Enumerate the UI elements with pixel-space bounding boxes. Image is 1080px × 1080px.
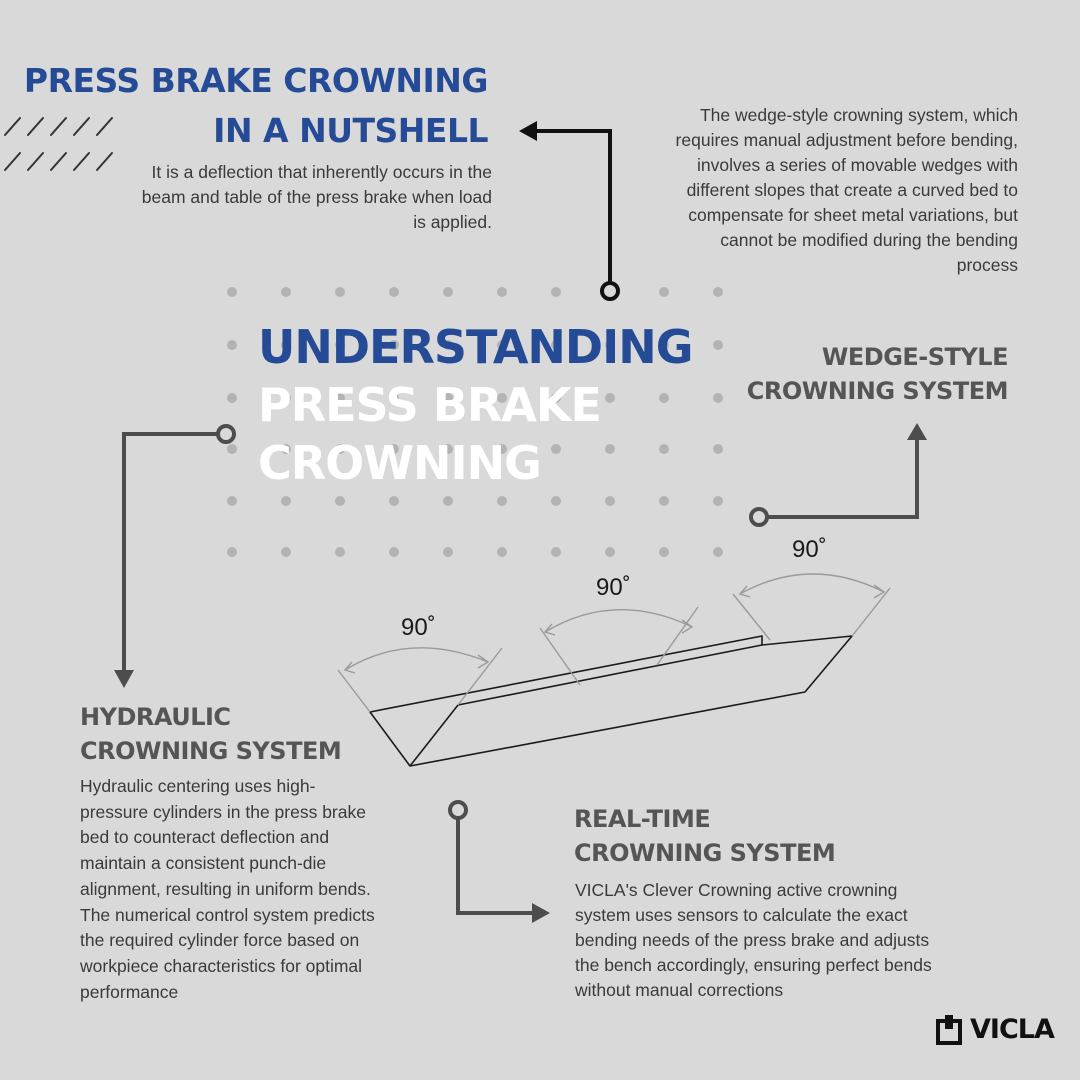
grid-dot bbox=[659, 444, 669, 454]
grid-dot bbox=[335, 444, 345, 454]
dot-grid bbox=[227, 287, 723, 557]
grid-dot bbox=[227, 340, 237, 350]
grid-dot bbox=[713, 444, 723, 454]
grid-dot bbox=[281, 287, 291, 297]
grid-dot bbox=[713, 393, 723, 403]
grid-dot bbox=[659, 340, 669, 350]
grid-dot bbox=[281, 547, 291, 557]
grid-dot bbox=[227, 496, 237, 506]
grid-dot bbox=[713, 287, 723, 297]
grid-dot bbox=[335, 287, 345, 297]
vicla-logo: VICLA bbox=[936, 1014, 1055, 1045]
grid-dot bbox=[443, 547, 453, 557]
grid-dot bbox=[443, 444, 453, 454]
grid-dot bbox=[551, 287, 561, 297]
main-title-line3: CROWNING bbox=[258, 436, 542, 490]
main-title-line2: PRESS BRAKE bbox=[258, 378, 602, 432]
grid-dot bbox=[605, 393, 615, 403]
main-title-line1: UNDERSTANDING bbox=[258, 320, 693, 374]
bent-sheet-drawing bbox=[369, 635, 853, 767]
grid-dot bbox=[443, 496, 453, 506]
grid-dot bbox=[389, 393, 399, 403]
wedge-title-line1: WEDGE-STYLE bbox=[821, 343, 1009, 371]
grid-dot bbox=[335, 547, 345, 557]
nutshell-title: PRESS BRAKE CROWNING IN A NUTSHELL bbox=[23, 56, 489, 156]
hydraulic-title-line2: CROWNING SYSTEM bbox=[80, 737, 342, 765]
grid-dot bbox=[605, 340, 615, 350]
grid-dot bbox=[659, 287, 669, 297]
grid-dot bbox=[605, 547, 615, 557]
grid-dot bbox=[551, 496, 561, 506]
wedge-title-line2: CROWNING SYSTEM bbox=[746, 377, 1009, 405]
angle-label-left: 90˚ bbox=[401, 614, 436, 641]
nutshell-title-line2: IN A NUTSHELL bbox=[213, 111, 488, 150]
grid-dot bbox=[443, 393, 453, 403]
wedge-title: WEDGE-STYLE CROWNING SYSTEM bbox=[746, 340, 1009, 408]
grid-dot bbox=[227, 287, 237, 297]
grid-dot bbox=[281, 340, 291, 350]
grid-dot bbox=[551, 547, 561, 557]
grid-dot bbox=[605, 444, 615, 454]
angle-label-middle: 90˚ bbox=[596, 574, 631, 601]
decorative-slashes bbox=[4, 117, 113, 171]
connector-wedge bbox=[749, 423, 927, 527]
connector-hydraulic bbox=[114, 424, 236, 688]
grid-dot bbox=[551, 340, 561, 350]
grid-dot bbox=[497, 547, 507, 557]
grid-dot bbox=[605, 496, 615, 506]
hydraulic-description: Hydraulic centering uses high-pressure c… bbox=[80, 776, 375, 1002]
angle-arcs bbox=[337, 573, 891, 713]
grid-dot bbox=[551, 444, 561, 454]
nutshell-description: It is a deflection that inherently occur… bbox=[141, 162, 492, 232]
connector-realtime bbox=[448, 800, 550, 923]
grid-dot bbox=[713, 340, 723, 350]
grid-dot bbox=[713, 547, 723, 557]
hydraulic-title: HYDRAULIC CROWNING SYSTEM bbox=[80, 700, 342, 768]
realtime-description: VICLA's Clever Crowning active crowning … bbox=[575, 880, 932, 1000]
wedge-description: The wedge-style crowning system, which r… bbox=[675, 105, 1018, 275]
grid-dot bbox=[389, 444, 399, 454]
grid-dot bbox=[227, 393, 237, 403]
grid-dot bbox=[227, 444, 237, 454]
grid-dot bbox=[659, 496, 669, 506]
main-title: UNDERSTANDING PRESS BRAKE CROWNING bbox=[258, 318, 693, 492]
angle-label-right: 90˚ bbox=[792, 536, 827, 563]
grid-dot bbox=[227, 547, 237, 557]
grid-dot bbox=[389, 547, 399, 557]
vicla-logo-text: VICLA bbox=[970, 1014, 1055, 1045]
realtime-title-line2: CROWNING SYSTEM bbox=[574, 839, 836, 867]
grid-dot bbox=[335, 340, 345, 350]
grid-dot bbox=[497, 393, 507, 403]
grid-dot bbox=[281, 393, 291, 403]
grid-dot bbox=[443, 287, 453, 297]
connector-nutshell bbox=[519, 121, 620, 301]
grid-dot bbox=[659, 393, 669, 403]
grid-dot bbox=[497, 444, 507, 454]
grid-dot bbox=[389, 340, 399, 350]
grid-dot bbox=[335, 393, 345, 403]
realtime-title-line1: REAL-TIME bbox=[574, 805, 711, 833]
grid-dot bbox=[389, 287, 399, 297]
hydraulic-title-line1: HYDRAULIC bbox=[80, 703, 231, 731]
grid-dot bbox=[443, 340, 453, 350]
grid-dot bbox=[281, 496, 291, 506]
grid-dot bbox=[281, 444, 291, 454]
grid-dot bbox=[497, 287, 507, 297]
grid-dot bbox=[389, 496, 399, 506]
grid-dot bbox=[713, 496, 723, 506]
grid-dot bbox=[659, 547, 669, 557]
grid-dot bbox=[551, 393, 561, 403]
vicla-logo-icon bbox=[936, 1014, 962, 1045]
realtime-title: REAL-TIME CROWNING SYSTEM bbox=[574, 802, 836, 870]
grid-dot bbox=[497, 496, 507, 506]
grid-dot bbox=[497, 340, 507, 350]
nutshell-title-line1: PRESS BRAKE CROWNING bbox=[23, 61, 489, 100]
grid-dot bbox=[335, 496, 345, 506]
